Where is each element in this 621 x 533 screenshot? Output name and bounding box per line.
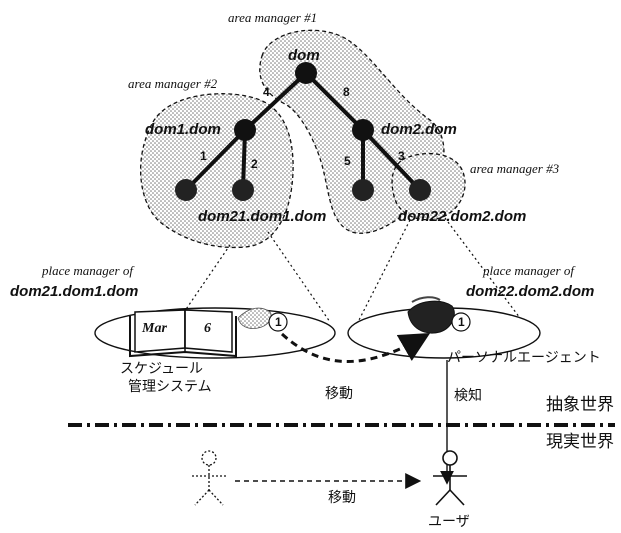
agent-right-marker: 1 (458, 315, 465, 329)
schedule-system-label-2: 管理システム (128, 379, 212, 395)
edge-number-2: 2 (251, 157, 258, 171)
edge-number-1: 1 (200, 149, 207, 163)
schedule-book-icon: Mar 6 (130, 310, 236, 356)
node-dom2-label: dom2.dom (381, 121, 457, 138)
place-manager-right-domain: dom22.dom2.dom (466, 283, 594, 300)
edge-number-8: 8 (343, 85, 350, 99)
edge-number-4: 4 (263, 85, 270, 99)
node-dom22 (409, 179, 431, 201)
node-dom-label: dom (288, 47, 320, 64)
node-dom (295, 62, 317, 84)
node-leaf-1 (175, 179, 197, 201)
ghost-user-icon (192, 451, 226, 505)
node-dom21-label: dom21.dom1.dom (198, 208, 326, 225)
move-label-lower: 移動 (328, 490, 356, 506)
area-manager-2-label: area manager #2 (128, 76, 218, 91)
agent-right-icon: 1 (408, 297, 470, 333)
node-dom21 (232, 179, 254, 201)
user-label: ユーザ (428, 514, 470, 530)
personal-agent-label: パーソナルエージェント (447, 350, 601, 366)
agent-migration-arrow (282, 334, 425, 362)
place-manager-left-domain: dom21.dom1.dom (10, 283, 138, 300)
place-manager-left-label: place manager of (41, 263, 135, 278)
area-manager-1-label: area manager #1 (228, 10, 317, 25)
node-dom22-label: dom22.dom2.dom (398, 208, 526, 225)
place-manager-right-label: place manager of (482, 263, 576, 278)
agent-left-marker: 1 (275, 315, 282, 329)
book-month: Mar (141, 321, 167, 336)
node-dom1-label: dom1.dom (145, 121, 221, 138)
abstract-world-label: 抽象世界 (546, 395, 614, 415)
node-dom1 (234, 119, 256, 141)
edge-number-3: 3 (398, 149, 405, 163)
node-dom2 (352, 119, 374, 141)
area-manager-3-label: area manager #3 (470, 161, 560, 176)
user-icon (433, 451, 467, 505)
book-day: 6 (204, 321, 211, 336)
schedule-system-label-1: スケジュール (120, 361, 203, 377)
move-label-upper: 移動 (325, 386, 353, 402)
edge-number-5: 5 (344, 154, 351, 168)
detect-label: 検知 (454, 387, 482, 404)
node-leaf-5 (352, 179, 374, 201)
real-world-label: 現実世界 (546, 432, 614, 452)
